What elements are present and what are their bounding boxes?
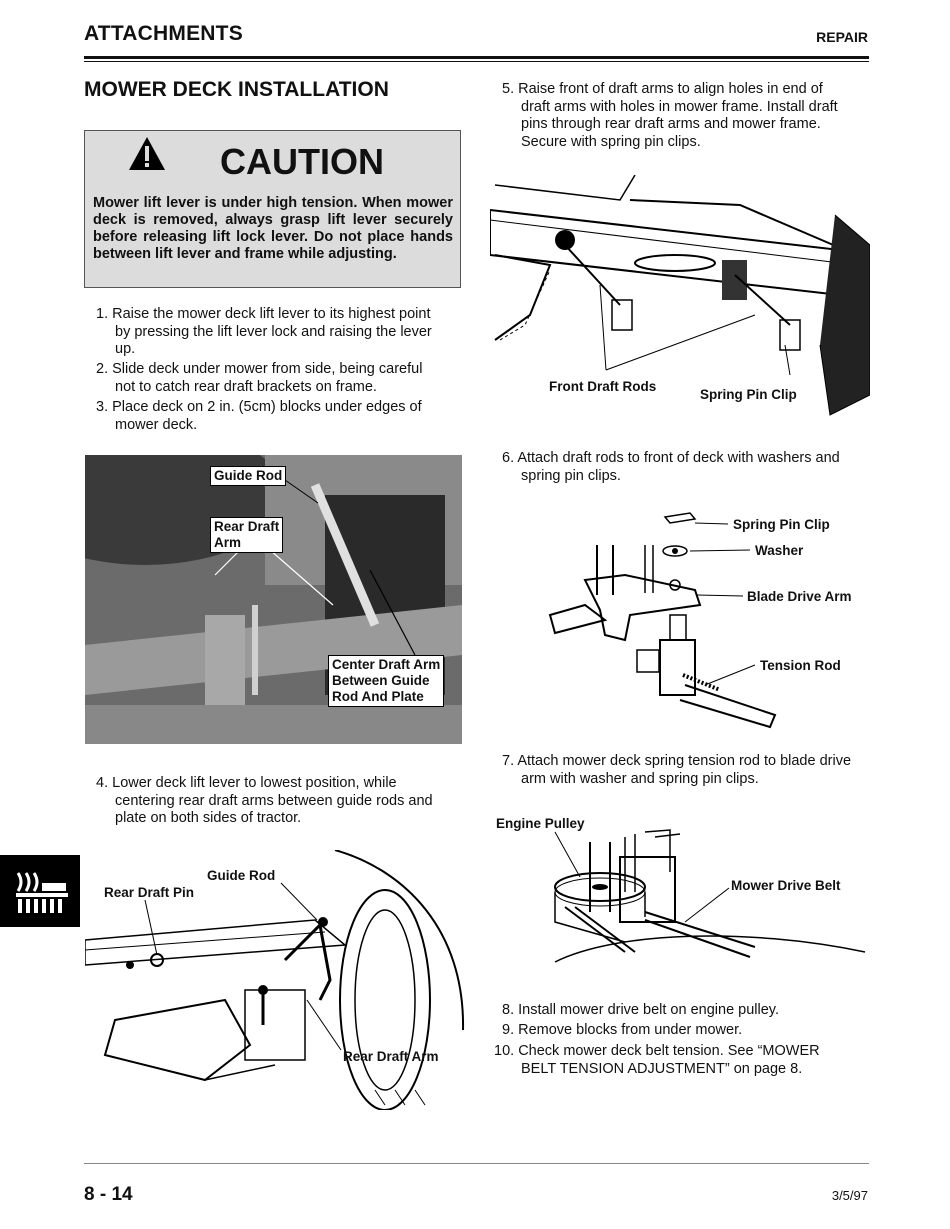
step-2: 2. Slide deck under mower from side, bei… [96, 361, 423, 395]
figure-rear-draft: Guide Rod Rear Draft Pin Rear Draft Arm [85, 850, 465, 1110]
label-spring-pin-clip-3: Spring Pin Clip [700, 387, 797, 402]
figure-engine-pulley: Engine Pulley Mower Drive Belt [495, 812, 870, 977]
page-number: 8 - 14 [84, 1184, 133, 1205]
section-tab [0, 855, 80, 927]
step-1: 1. Raise the mower deck lift lever to it… [96, 306, 432, 357]
revision-date: 3/5/97 [831, 1188, 868, 1203]
step-3: 3. Place deck on 2 in. (5cm) blocks unde… [96, 399, 422, 433]
label-blade-drive-arm: Blade Drive Arm [747, 589, 852, 604]
warning-icon [129, 137, 165, 170]
caution-text: Mower lift lever is under high tension. … [93, 195, 453, 262]
label-front-draft-rods: Front Draft Rods [549, 379, 657, 394]
figure-front-draft-rods: Front Draft Rods Spring Pin Clip [490, 175, 870, 420]
label-washer: Washer [755, 543, 804, 558]
step-6: 6. Attach draft rods to front of deck wi… [502, 450, 840, 484]
label-guide-rod: Guide Rod [207, 868, 276, 883]
caution-box: CAUTION Mower lift lever is under high t… [84, 130, 461, 288]
label-mower-drive-belt: Mower Drive Belt [731, 878, 841, 893]
step-7: 7. Attach mower deck spring tension rod … [502, 753, 852, 787]
header-rule-thin [84, 61, 869, 62]
chapter-header: REPAIR [816, 29, 868, 45]
page-title: MOWER DECK INSTALLATION [84, 78, 389, 101]
label-rear-draft-arm: Rear Draft Arm [343, 1049, 439, 1064]
footer-rule [84, 1163, 869, 1164]
label-spring-pin-clip-4: Spring Pin Clip [733, 517, 830, 532]
label-engine-pulley: Engine Pulley [496, 816, 585, 831]
step-4: 4. Lower deck lift lever to lowest posit… [96, 775, 433, 826]
step-9: 9. Remove blocks from under mower. [502, 1022, 743, 1038]
caution-heading: CAUTION [220, 141, 384, 182]
section-header: ATTACHMENTS [84, 22, 243, 45]
step-10: 10. Check mower deck belt tension. See “… [494, 1043, 820, 1077]
label-rear-draft-pin: Rear Draft Pin [104, 885, 195, 900]
header-rule [84, 56, 869, 59]
step-5: 5. Raise front of draft arms to align ho… [502, 81, 838, 150]
callout-guide-rod: Guide Rod [210, 466, 287, 486]
step-8: 8. Install mower drive belt on engine pu… [502, 1002, 779, 1018]
label-tension-rod: Tension Rod [760, 658, 841, 673]
mower-attachment-icon [16, 872, 68, 913]
figure-blade-drive-arm: Spring Pin Clip Washer Blade Drive Arm T… [545, 505, 870, 730]
